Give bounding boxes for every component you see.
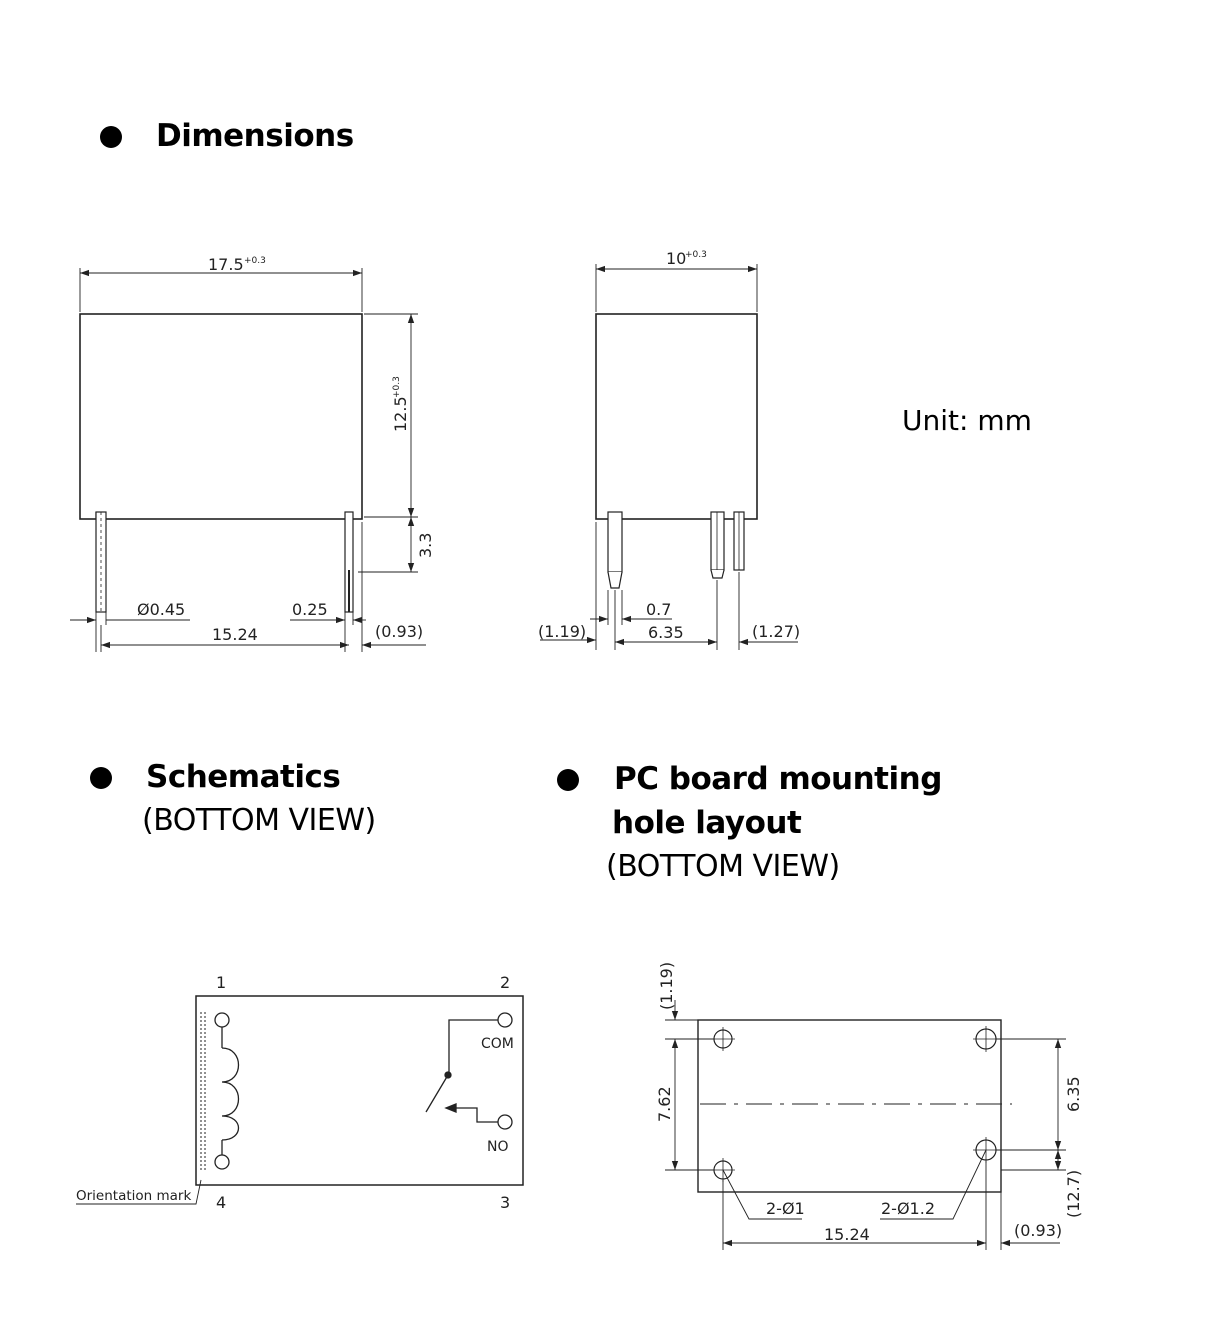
side-left-pin [607,511,623,573]
pcb-bullet [557,769,579,791]
pcb-bottom-offset-label: (12.7) [1064,1170,1083,1218]
schematic-view [76,995,524,1205]
pcb-hole-large-label: 2-Ø1.2 [881,1199,935,1218]
switch-arm [425,1074,449,1113]
no-terminal [497,1114,513,1130]
com-terminal [497,1012,513,1028]
side-pin-pitch-label: 6.35 [648,623,684,642]
pcb-outline [697,1019,1002,1193]
dimensions-heading: Dimensions [156,118,354,154]
schematics-subtitle: (BOTTOM VIEW) [142,803,376,838]
pin4-terminal [214,1154,230,1170]
front-pin-length-label: 3.3 [416,533,435,558]
front-height-tol: +0.3 [392,376,402,398]
front-pin-dia-label: Ø0.45 [137,600,185,619]
pcb-top-offset-label: (1.19) [657,962,676,1010]
pcb-hole-small-label: 2-Ø1 [766,1199,805,1218]
side-view-body [595,313,758,520]
pcb-subtitle: (BOTTOM VIEW) [606,849,840,884]
pin3-label: 3 [500,1193,510,1212]
orientation-mark-label: Orientation mark [76,1188,191,1204]
coil-symbol [221,1047,239,1141]
hole-top-right [973,1026,999,1052]
hole-top-left [711,1027,735,1051]
dimensions-bullet [100,126,122,148]
front-height-label: 12.5 [391,396,410,432]
front-width-label: 17.5 [208,255,244,274]
pcb-height-label: 7.62 [655,1086,674,1122]
front-pin-pitch-label: 15.24 [212,625,258,644]
side-width-label: 10 [666,249,686,268]
schematics-bullet [90,767,112,789]
front-offset-label: (0.93) [375,622,423,641]
pcb-heading-line2: hole layout [612,805,802,841]
com-label: COM [481,1036,514,1052]
pin2-label: 2 [500,973,510,992]
unit-label: Unit: mm [902,404,1032,437]
pin1-terminal [214,1012,230,1028]
pcb-right-offset-label: (0.93) [1014,1221,1062,1240]
front-pin-thick-label: 0.25 [292,600,328,619]
schematics-heading: Schematics [146,759,341,795]
pcb-layout-view [665,1000,1066,1250]
schematic-body [195,995,524,1186]
front-view [70,268,426,652]
pcb-heading-line1: PC board mounting [614,761,942,797]
side-width-tol: +0.3 [685,250,707,260]
side-left-offset-label: (1.19) [538,622,586,641]
side-right-offset-label: (1.27) [752,622,800,641]
pcb-right-height-label: 6.35 [1064,1076,1083,1112]
pin1-label: 1 [216,973,226,992]
side-view [540,264,798,650]
front-view-body [79,313,363,520]
pin4-label: 4 [216,1193,226,1212]
pcb-pitch-label: 15.24 [824,1225,870,1244]
side-pin-width-label: 0.7 [646,600,671,619]
no-label: NO [487,1139,509,1155]
front-width-tol: +0.3 [244,256,266,266]
side-right-pin-a [710,511,725,571]
